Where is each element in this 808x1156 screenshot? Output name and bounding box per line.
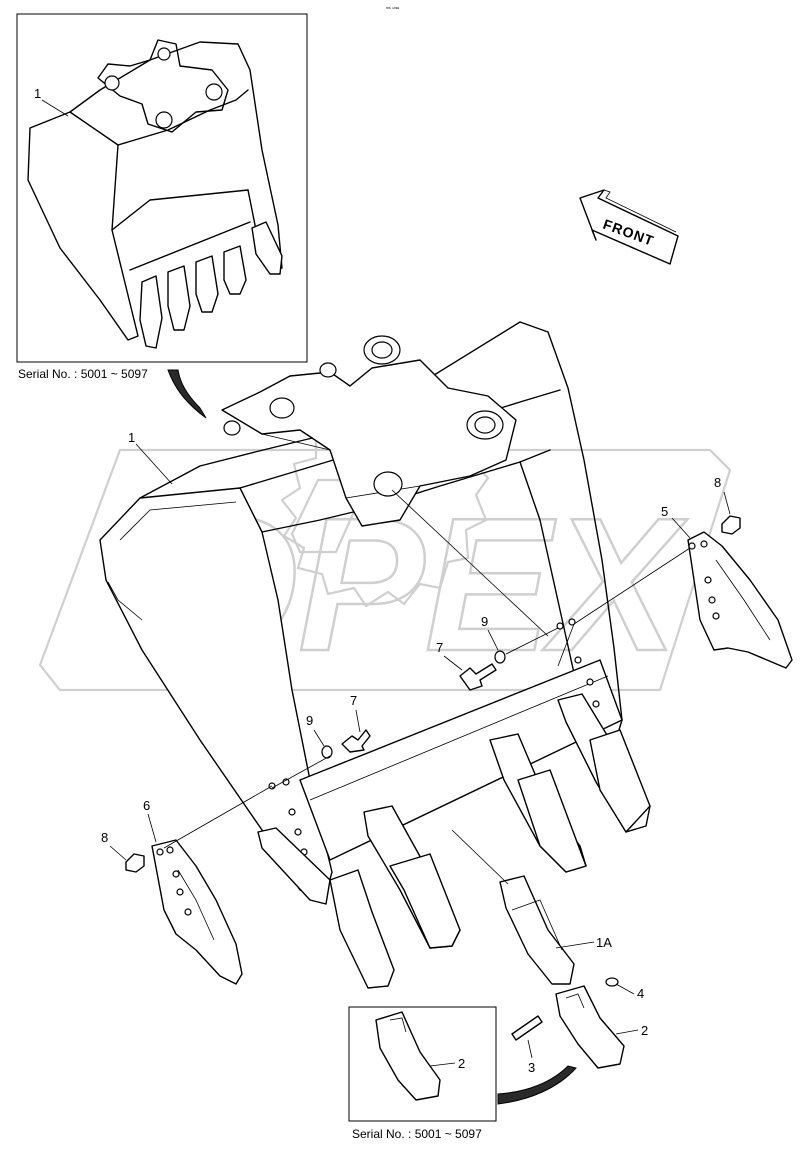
inset-top-callout: 1	[34, 86, 41, 101]
bolt-lower: 7	[341, 693, 371, 753]
inset-bottom-callout: 2	[458, 1056, 465, 1071]
callout-tip: 2	[641, 1023, 648, 1038]
bolt-upper: 7	[436, 640, 497, 691]
tooth-1a: 1A	[451, 829, 612, 985]
pin: 3	[511, 1015, 543, 1075]
callout-nut-left: 8	[101, 830, 108, 845]
washer-upper: 9	[481, 614, 559, 664]
side-cutter-left: 6	[143, 785, 273, 985]
callout-nut-right: 8	[714, 475, 721, 490]
callout-bucket: 1	[128, 430, 135, 445]
inset-bottom-box: 2 Serial No. : 5001 ~ 5097	[348, 1006, 497, 1141]
main-bucket	[99, 321, 651, 989]
callout-bolt-a: 7	[436, 640, 443, 655]
inset-bottom-arrow	[497, 1065, 577, 1105]
callout-bolt-b: 7	[350, 693, 357, 708]
front-arrow: FRONT	[579, 189, 679, 265]
header-mark: ᵐˢ ⁿᵒˢᵉ	[386, 6, 399, 12]
inset-top-arrow	[167, 369, 207, 419]
bucket-teeth	[329, 693, 651, 989]
side-cutter-right: 5	[573, 504, 793, 669]
inset-top-serial: Serial No. : 5001 ~ 5097	[18, 367, 148, 381]
washer-lower: 9	[271, 713, 333, 789]
nut-right: 8	[714, 475, 741, 535]
callout-cutter-left: 6	[143, 798, 150, 813]
nut-left: 8	[101, 830, 145, 873]
inset-bottom-serial: Serial No. : 5001 ~ 5097	[352, 1127, 482, 1141]
callout-cutter-right: 5	[661, 504, 668, 519]
callout-washer-b: 9	[306, 713, 313, 728]
tooth-tip: 2	[555, 985, 648, 1069]
lock-washer: 4	[605, 977, 644, 1001]
inset-top-box: 1 Serial No. : 5001 ~ 5097	[16, 13, 308, 381]
callout-lock: 4	[637, 986, 644, 1001]
callout-pin: 3	[528, 1060, 535, 1075]
callout-washer-a: 9	[481, 614, 488, 629]
callout-1a: 1A	[596, 935, 612, 950]
